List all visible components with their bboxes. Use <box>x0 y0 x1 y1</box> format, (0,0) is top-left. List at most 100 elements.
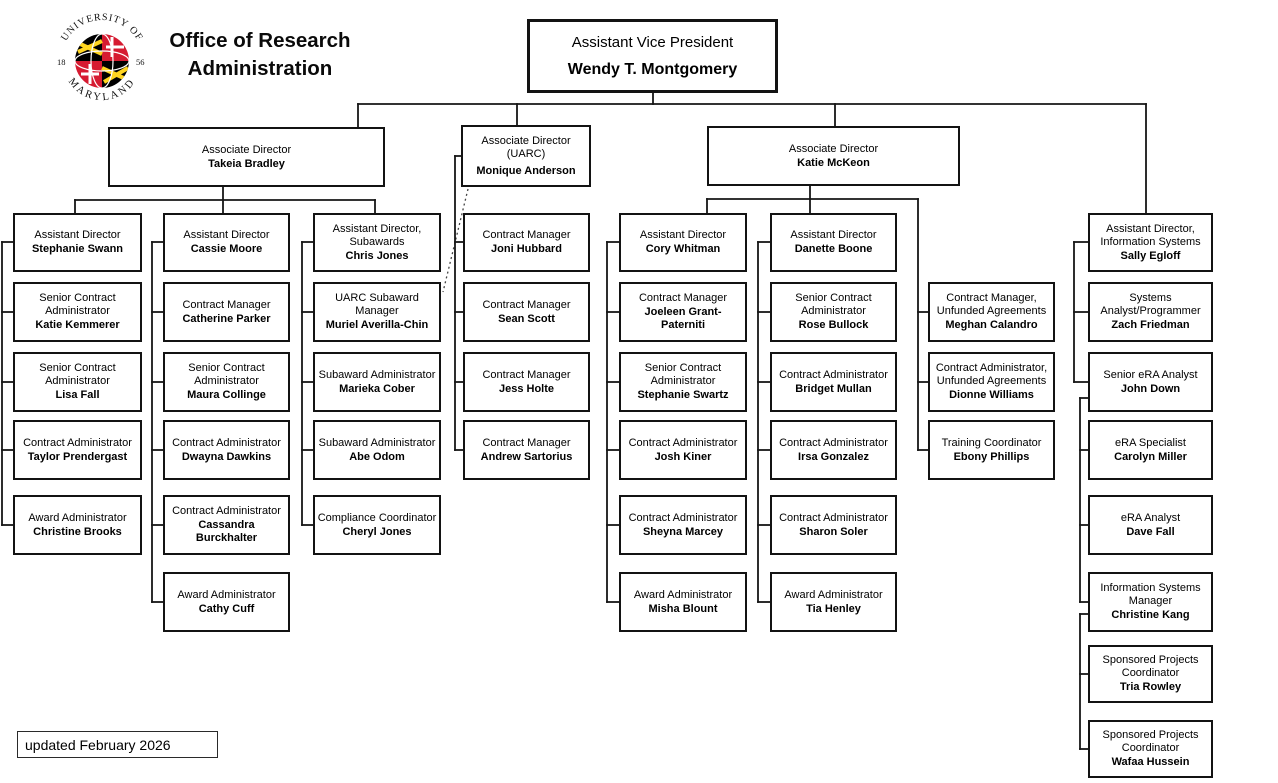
logo-year-right: 56 <box>136 57 145 67</box>
person-name: Wafaa Hussein <box>1111 756 1190 768</box>
person-name: Maura Collinge <box>187 389 266 401</box>
role-title: Associate Director <box>201 143 292 156</box>
role-title: Award Administrator <box>177 588 276 601</box>
university-of-maryland-logo: UNIVERSITY OF MARYLAND 18 56 <box>57 12 145 103</box>
role-title: Senior Contract Administrator <box>795 292 872 317</box>
person-name: Carolyn Miller <box>1114 450 1187 463</box>
person-name: Stephanie Swartz <box>637 389 729 401</box>
person-name: Cathy Cuff <box>198 602 255 615</box>
role-title: Information Systems Manager <box>1100 582 1201 607</box>
person-name: Zach Friedman <box>1111 319 1190 331</box>
person-name: Katie McKeon <box>797 156 870 169</box>
role-title: Contract Manager <box>482 368 571 381</box>
role-title: Contract Administrator <box>172 436 281 449</box>
org-box-williams: Contract Administrator, Unfunded Agreeme… <box>928 352 1055 412</box>
role-title: Contract Administrator <box>628 436 738 449</box>
role-title: Systems Analyst/Programmer <box>1100 292 1201 317</box>
role-title: Sponsored Projects Coordinator <box>1102 654 1199 679</box>
person-name: Cassie Moore <box>190 243 263 255</box>
role-title: Contract Manager <box>482 298 571 311</box>
person-name: Danette Boone <box>794 243 873 255</box>
person-name: Muriel Averilla-Chin <box>325 319 429 331</box>
role-title: Contract Administrator <box>23 436 132 449</box>
role-title: Contract Administrator <box>779 511 888 524</box>
role-title: Assistant Director <box>34 229 121 241</box>
role-title: Award Administrator <box>633 588 733 601</box>
role-title: Associate Director (UARC) <box>481 134 571 160</box>
role-title: Contract Administrator <box>628 511 738 524</box>
logo-year-left: 18 <box>57 57 66 67</box>
role-title: Contract Manager <box>638 292 728 304</box>
role-title: Senior Contract Administrator <box>644 362 722 387</box>
person-name: Tria Rowley <box>1119 681 1182 693</box>
role-title: Contract Manager <box>482 436 571 449</box>
person-name: Cassandra Burckhalter <box>195 519 258 544</box>
person-name: Abe Odom <box>349 450 405 463</box>
person-name: Marieka Cober <box>339 382 415 395</box>
role-title: Assistant Director <box>790 229 877 241</box>
page-title-line2: Administration <box>187 57 333 80</box>
person-name: Misha Blount <box>648 602 718 615</box>
person-name: Andrew Sartorius <box>480 450 573 463</box>
person-name: Rose Bullock <box>798 319 869 331</box>
page-title-line1: Office of Research <box>169 29 351 52</box>
role-title: Contract Manager, Unfunded Agreements <box>936 292 1047 317</box>
person-name: Tia Henley <box>806 602 861 615</box>
person-name: Jess Holte <box>498 382 555 395</box>
role-title: Senior Contract Administrator <box>39 362 116 387</box>
role-title: eRA Specialist <box>1115 436 1186 449</box>
role-title: Assistant Vice President <box>571 33 734 51</box>
role-title: Contract Manager <box>182 298 271 311</box>
person-name: Christine Kang <box>1111 609 1190 621</box>
person-name: John Down <box>1120 382 1181 395</box>
person-name: Josh Kiner <box>654 450 712 463</box>
person-name: Sally Egloff <box>1120 249 1181 262</box>
person-name: Sheyna Marcey <box>642 525 724 538</box>
role-title: Senior Contract Administrator <box>39 292 116 317</box>
person-name: Takeia Bradley <box>208 157 285 170</box>
org-box-ad_anderson: Associate Director (UARC)Monique Anderso… <box>461 125 591 187</box>
person-name: Chris Jones <box>345 249 409 262</box>
updated-date-label: updated February 2026 <box>25 736 171 753</box>
role-title: Training Coordinator <box>941 436 1042 449</box>
person-name: Cory Whitman <box>645 243 721 255</box>
role-title: Contract Administrator, Unfunded Agreeme… <box>935 362 1048 387</box>
role-title: Assistant Director, Subawards <box>332 222 422 248</box>
role-title: Sponsored Projects Coordinator <box>1102 729 1199 754</box>
role-title: Contract Administrator <box>779 368 888 381</box>
role-title: Assistant Director, Information Systems <box>1100 222 1201 248</box>
role-title: Subaward Administrator <box>318 436 436 449</box>
person-name: Lisa Fall <box>55 389 100 401</box>
person-name: Katie Kemmerer <box>35 319 120 331</box>
role-title: Contract Administrator <box>172 505 281 517</box>
page-title: Office of Research Administration <box>156 27 364 83</box>
role-title: eRA Analyst <box>1120 511 1181 524</box>
person-name: Irsa Gonzalez <box>798 450 869 463</box>
person-name: Sharon Soler <box>799 525 868 538</box>
